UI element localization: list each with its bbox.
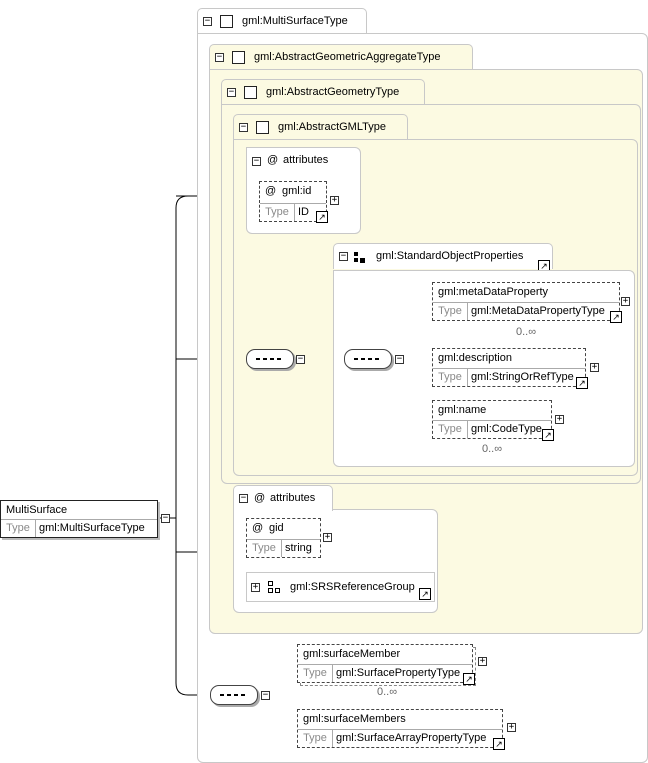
attribute-at-icon: @: [254, 492, 266, 504]
type-checkbox-icon: [244, 86, 257, 99]
attribute-gid[interactable]: @ gid Type string: [246, 518, 321, 558]
link-arrow-icon[interactable]: ↗: [419, 588, 431, 600]
type-value: gml:MultiSurfaceType: [39, 522, 145, 534]
expand-icon[interactable]: +: [478, 656, 487, 666]
link-arrow-icon[interactable]: ↗: [610, 311, 622, 323]
expand-icon[interactable]: +: [251, 582, 260, 592]
link-arrow-icon[interactable]: ↗: [493, 738, 505, 750]
expand-icon[interactable]: +: [507, 722, 516, 732]
attributes-header: attributes: [283, 154, 329, 166]
type-label: Type: [433, 369, 468, 386]
element-name: gml:metaDataProperty: [438, 286, 549, 298]
link-arrow-icon[interactable]: ↗: [576, 377, 588, 389]
attribute-at-icon: @: [265, 185, 277, 197]
expand-icon[interactable]: +: [590, 362, 599, 372]
attribute-gml-id[interactable]: @ gml:id Type ID ↗: [259, 181, 328, 223]
tab-abstractgmltype[interactable]: − gml:AbstractGMLType: [233, 114, 408, 140]
expand-icon[interactable]: +: [621, 296, 630, 306]
collapse-icon[interactable]: −: [239, 493, 248, 503]
element-surfacemember[interactable]: gml:surfaceMember Type gml:SurfaceProper…: [297, 644, 475, 685]
element-name: gml:surfaceMember: [303, 648, 401, 660]
group-name: gml:StandardObjectProperties: [376, 250, 524, 262]
cardinality: 0..∞: [482, 443, 503, 455]
type-name: gml:MultiSurfaceType: [242, 15, 348, 27]
sequence-icon[interactable]: [344, 349, 392, 369]
element-description[interactable]: gml:description Type gml:StringOrRefType…: [432, 348, 588, 389]
tab-attributes[interactable]: − @ attributes: [233, 485, 333, 511]
collapse-icon[interactable]: −: [261, 690, 270, 700]
expand-icon[interactable]: +: [555, 414, 564, 424]
element-name-gml[interactable]: gml:name Type gml:CodeType ↗: [432, 400, 554, 441]
link-arrow-icon[interactable]: ↗: [463, 673, 475, 685]
tab-abstractgeometrytype[interactable]: − gml:AbstractGeometryType: [221, 79, 425, 105]
type-value: ID: [298, 206, 309, 218]
collapse-icon[interactable]: −: [395, 354, 404, 364]
type-label: Type: [247, 540, 282, 557]
type-value: gml:SurfacePropertyType: [336, 667, 461, 679]
group-icon: [354, 252, 366, 264]
type-label: Type: [1, 520, 36, 537]
attribute-name: gid: [269, 522, 284, 534]
collapse-icon[interactable]: −: [227, 87, 236, 97]
sequence-icon[interactable]: [210, 685, 258, 705]
type-value: gml:StringOrRefType: [471, 371, 574, 383]
collapse-icon[interactable]: −: [239, 122, 248, 132]
attribute-name: gml:id: [282, 185, 312, 197]
attribute-at-icon: @: [252, 522, 264, 534]
tab-abstractgeometricaggregatetype[interactable]: − gml:AbstractGeometricAggregateType: [209, 44, 473, 70]
attribute-group-srsreferencegroup[interactable]: + gml:SRSReferenceGroup ↗: [246, 572, 435, 602]
collapse-icon[interactable]: −: [215, 52, 224, 62]
cardinality: 0..∞: [377, 686, 398, 698]
collapse-icon[interactable]: −: [296, 354, 305, 364]
element-name: gml:name: [438, 404, 487, 416]
tab-standardobjectproperties[interactable]: − gml:StandardObjectProperties ↗: [333, 243, 553, 272]
attribute-at-icon: @: [267, 154, 279, 166]
element-surfacemembers[interactable]: gml:surfaceMembers Type gml:SurfaceArray…: [297, 709, 505, 750]
type-value: gml:SurfaceArrayPropertyType: [336, 732, 487, 744]
type-label: Type: [433, 303, 468, 320]
type-checkbox-icon: [220, 15, 233, 28]
type-name: gml:AbstractGeometryType: [266, 86, 400, 98]
type-name: gml:AbstractGMLType: [278, 121, 386, 133]
attributes-box-gml: − @ attributes @ gml:id Type ID ↗ +: [246, 147, 361, 234]
element-name: gml:surfaceMembers: [303, 713, 406, 725]
element-metadataproperty[interactable]: gml:metaDataProperty Type gml:MetaDataPr…: [432, 282, 622, 323]
expand-icon[interactable]: +: [323, 532, 332, 542]
type-value: gml:MetaDataPropertyType: [471, 305, 605, 317]
group-name: gml:SRSReferenceGroup: [290, 581, 415, 593]
collapse-icon[interactable]: −: [339, 251, 348, 261]
type-value: gml:CodeType: [471, 423, 542, 435]
element-name: MultiSurface: [6, 504, 68, 516]
type-checkbox-icon: [256, 121, 269, 134]
collapse-icon[interactable]: −: [203, 16, 212, 26]
type-label: Type: [433, 421, 468, 438]
type-label: Type: [260, 204, 295, 221]
root-element-multisurface[interactable]: MultiSurface Type gml:MultiSurfaceType: [0, 500, 158, 538]
cardinality: 0..∞: [516, 326, 537, 338]
element-name: gml:description: [438, 352, 512, 364]
type-value: string: [285, 542, 312, 554]
attributes-header: attributes: [270, 492, 316, 504]
collapse-icon[interactable]: −: [161, 513, 170, 523]
expand-icon[interactable]: +: [330, 195, 339, 205]
link-arrow-icon[interactable]: ↗: [316, 211, 328, 223]
tab-multisurfacetype[interactable]: − gml:MultiSurfaceType: [197, 8, 367, 34]
sequence-icon[interactable]: [246, 349, 294, 369]
type-checkbox-icon: [232, 51, 245, 64]
type-label: Type: [298, 665, 333, 682]
type-label: Type: [298, 730, 333, 747]
type-name: gml:AbstractGeometricAggregateType: [254, 51, 441, 63]
link-arrow-icon[interactable]: ↗: [542, 429, 554, 441]
collapse-icon[interactable]: −: [252, 156, 261, 166]
attribute-group-icon: [268, 581, 282, 595]
